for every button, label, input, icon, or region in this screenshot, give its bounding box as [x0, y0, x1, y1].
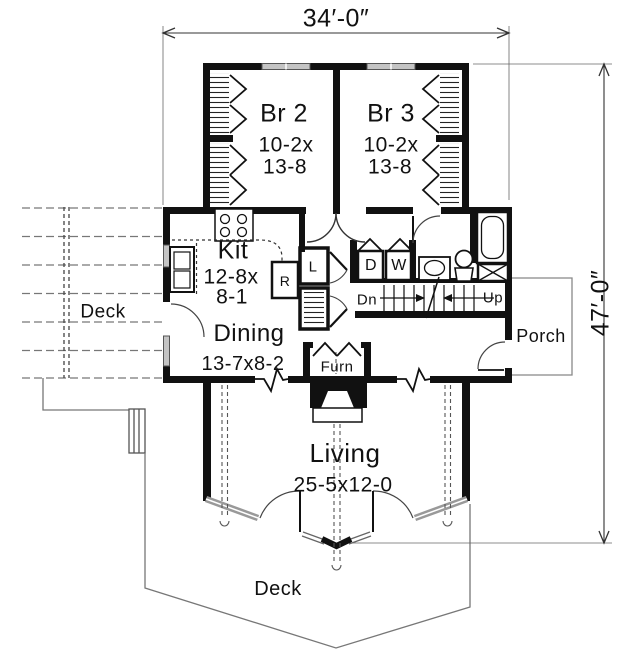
- toilet: [454, 249, 474, 269]
- dryer-label: D: [364, 257, 378, 274]
- room-living-dim: 25-5x12-0: [293, 473, 393, 497]
- linen-label: L: [308, 258, 318, 276]
- room-br3-dim1: 10-2x: [363, 133, 419, 157]
- stair-break: [425, 276, 440, 319]
- deck-left: [22, 207, 163, 379]
- room-kit-dim1: 12-8x: [203, 265, 259, 289]
- room-dining-dim: 13-7x8-2: [201, 353, 285, 375]
- room-br2-dim2: 13-8: [262, 155, 308, 179]
- hearth: [312, 407, 363, 423]
- stairs-down-label: Dn: [356, 291, 378, 309]
- furnace-label: Furn: [320, 358, 354, 376]
- deck-bottom: [42, 378, 471, 649]
- deck-door-arc: [170, 303, 205, 338]
- deck-bottom-label: Deck: [254, 578, 302, 600]
- beam-lines: [221, 352, 452, 562]
- linen-pantry: [298, 246, 348, 331]
- porch-door: [477, 341, 506, 371]
- dimension-top: [161, 26, 511, 205]
- porch-outline: [511, 277, 573, 376]
- dryer-box: [356, 249, 385, 282]
- beam-end-marks: [219, 520, 453, 571]
- range: [214, 208, 254, 242]
- room-living-name: Living: [309, 438, 381, 468]
- deck-left-label: Deck: [80, 301, 126, 323]
- counter-edge: [172, 239, 283, 262]
- stairs-up-label: Up: [482, 289, 504, 307]
- kitchen-fixtures: [169, 208, 300, 300]
- stairs: [380, 276, 494, 319]
- room-kit-name: Kit: [217, 236, 249, 265]
- room-kit-dim2: 8-1: [216, 285, 248, 309]
- dim-width-label: 34′-0″: [302, 4, 370, 33]
- wall-break-marks: [255, 366, 431, 394]
- fridge-label: R: [279, 273, 291, 289]
- laundry: [356, 237, 414, 282]
- living-prow: [204, 490, 469, 550]
- room-br3-dim2: 13-8: [367, 155, 413, 179]
- bathroom: [412, 210, 510, 283]
- furnace-fireplace: [310, 341, 367, 423]
- room-br2-name: Br 2: [260, 99, 308, 128]
- refrigerator: [270, 260, 300, 300]
- closets: [210, 73, 459, 206]
- room-dining-name: Dining: [213, 320, 285, 347]
- room-br3-name: Br 3: [367, 99, 415, 128]
- washer-box: [384, 249, 413, 282]
- washer-label: W: [391, 257, 407, 274]
- windows: [163, 63, 416, 367]
- porch-label: Porch: [516, 326, 566, 346]
- dimension-right: [338, 62, 612, 545]
- dim-height-label: 47′-0″: [586, 269, 615, 337]
- room-br2-dim1: 10-2x: [258, 133, 314, 157]
- bedroom-doors: [306, 212, 366, 243]
